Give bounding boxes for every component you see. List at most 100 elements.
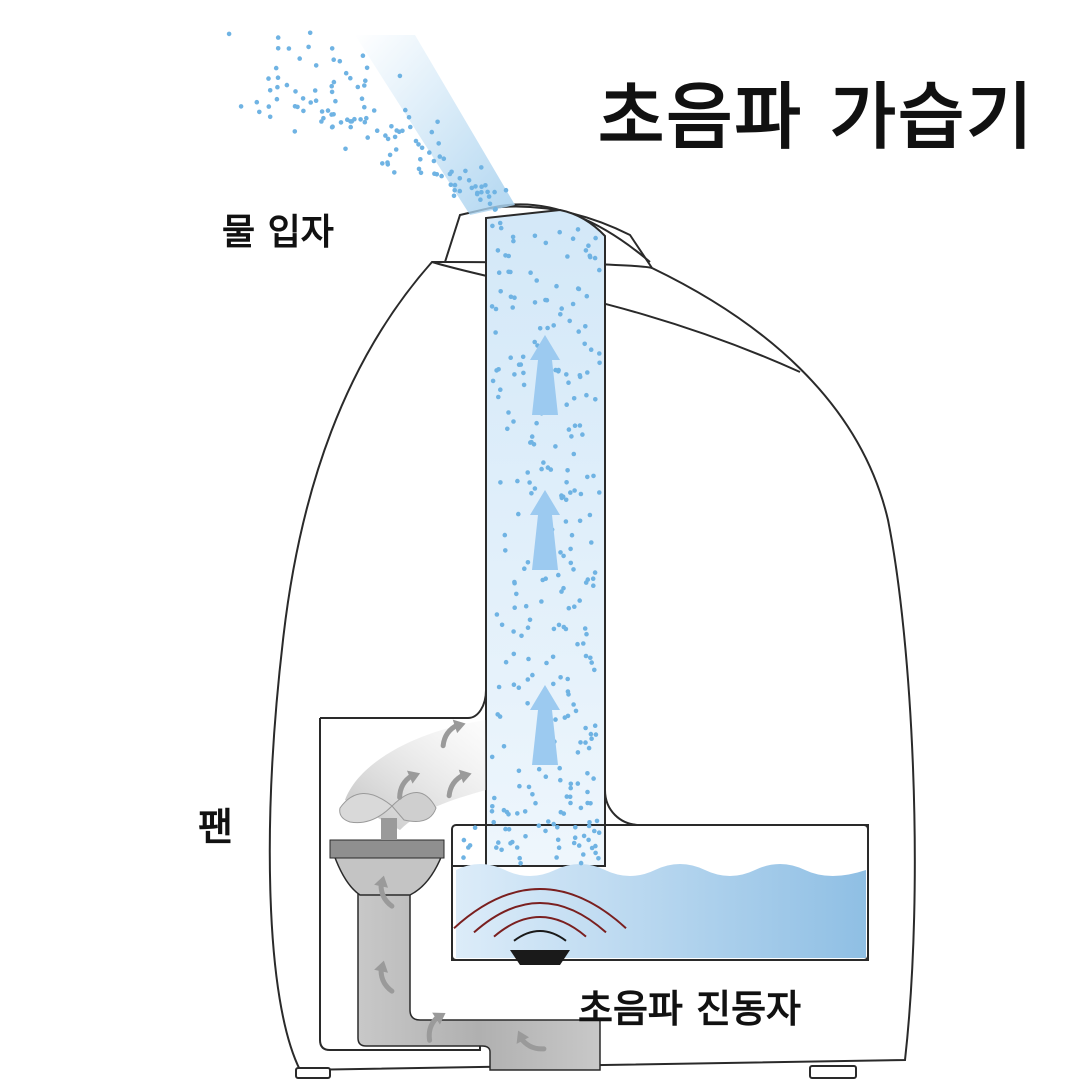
droplet-dot-icon [557, 765, 562, 771]
droplet-dot-icon [286, 46, 292, 51]
droplet-dot-icon [274, 96, 280, 102]
droplet-dot-icon [518, 861, 523, 866]
droplet-dot-icon [536, 823, 542, 828]
droplet-dot-icon [568, 546, 573, 552]
curved-arrow-icon [426, 1012, 446, 1043]
droplet-dot-icon [511, 629, 516, 634]
droplet-dot-icon [267, 88, 273, 93]
droplet-dot-icon [333, 98, 338, 104]
droplet-dot-icon [321, 115, 326, 121]
droplet-dot-icon [586, 243, 591, 248]
droplet-dot-icon [511, 651, 517, 657]
droplet-dot-icon [394, 128, 400, 133]
droplet-dot-icon [306, 44, 311, 50]
droplet-dot-icon [572, 488, 577, 493]
droplet-dot-icon [406, 115, 412, 120]
droplet-dot-icon [558, 809, 564, 815]
droplet-dot-icon [472, 825, 478, 830]
curved-arrow-icon [446, 769, 472, 799]
droplet-dot-icon [517, 855, 522, 861]
droplet-dot-icon [523, 834, 528, 839]
droplet-dot-icon [594, 818, 600, 824]
droplet-dot-icon [331, 57, 337, 62]
droplet-dot-icon [554, 855, 559, 860]
droplet-dot-icon [565, 676, 570, 682]
droplet-dot-icon [543, 828, 548, 834]
droplet-dot-icon [348, 75, 353, 81]
droplet-dot-icon [591, 776, 596, 781]
droplet-dot-icon [408, 124, 413, 130]
droplet-dot-icon [570, 301, 576, 307]
droplet-dot-icon [540, 577, 545, 583]
droplet-dot-icon [331, 79, 337, 85]
droplet-dot-icon [387, 152, 393, 158]
droplet-dot-icon [584, 392, 589, 398]
droplet-dot-icon [461, 837, 467, 843]
droplet-dot-icon [516, 362, 522, 368]
droplet-dot-icon [588, 655, 593, 661]
droplet-dot-icon [492, 207, 498, 212]
droplet-dot-icon [413, 138, 419, 144]
droplet-dot-icon [418, 157, 423, 162]
droplet-dot-icon [297, 56, 303, 61]
droplet-dot-icon [551, 626, 557, 632]
droplet-dot-icon [330, 124, 335, 129]
droplet-dot-icon [586, 837, 591, 843]
fan-plate [329, 839, 445, 859]
droplet-dot-icon [578, 860, 584, 866]
droplet-dot-icon [363, 78, 368, 83]
droplet-dot-icon [275, 84, 280, 90]
droplet-dot-icon [501, 807, 507, 813]
droplet-dot-icon [597, 360, 602, 366]
droplet-dot-icon [575, 227, 581, 232]
droplet-dot-icon [385, 160, 390, 165]
curved-arrow-icon [440, 719, 466, 749]
droplet-dot-icon [529, 434, 535, 439]
droplet-dot-icon [267, 114, 273, 120]
droplet-dot-icon [572, 604, 577, 609]
droplet-dot-icon [494, 368, 499, 373]
droplet-dot-icon [543, 297, 548, 303]
droplet-dot-icon [539, 466, 544, 472]
droplet-dot-icon [530, 792, 535, 797]
droplet-dot-icon [508, 355, 513, 361]
droplet-dot-icon [512, 605, 517, 610]
droplet-dot-icon [583, 324, 588, 329]
droplet-dot-icon [300, 96, 306, 101]
droplet-dot-icon [585, 789, 590, 795]
droplet-dot-icon [587, 512, 593, 518]
droplet-dot-icon [452, 182, 458, 188]
droplet-dot-icon [431, 158, 437, 164]
droplet-dot-icon [583, 740, 588, 745]
droplet-dot-icon [437, 154, 443, 159]
droplet-dot-icon [532, 233, 538, 239]
droplet-dot-icon [559, 589, 564, 594]
droplet-dot-icon [565, 689, 571, 694]
droplet-dot-icon [589, 540, 594, 545]
droplet-dot-icon [525, 560, 531, 565]
droplet-dot-icon [575, 641, 580, 647]
droplet-dot-icon [497, 220, 503, 226]
droplet-dot-icon [543, 774, 549, 779]
droplet-dot-icon [503, 826, 508, 832]
droplet-dot-icon [503, 187, 509, 193]
droplet-dot-icon [466, 178, 472, 183]
droplet-dot-icon [503, 548, 508, 553]
droplet-dot-icon [485, 189, 490, 195]
droplet-dot-icon [301, 108, 306, 114]
droplet-dot-icon [583, 580, 589, 585]
droplet-dot-icon [337, 58, 343, 64]
droplet-dot-icon [526, 656, 531, 662]
droplet-dot-icon [457, 176, 463, 181]
droplet-dot-icon [580, 432, 585, 437]
droplet-dot-icon [529, 491, 534, 496]
droplet-dot-icon [545, 325, 550, 331]
droplet-dot-icon [555, 837, 561, 843]
droplet-dot-icon [527, 617, 533, 623]
mist-plume [355, 35, 515, 215]
droplet-dot-icon [573, 708, 579, 714]
droplet-dot-icon [257, 109, 262, 115]
droplet-dot-icon [494, 612, 500, 617]
droplet-dot-icon [266, 76, 271, 81]
